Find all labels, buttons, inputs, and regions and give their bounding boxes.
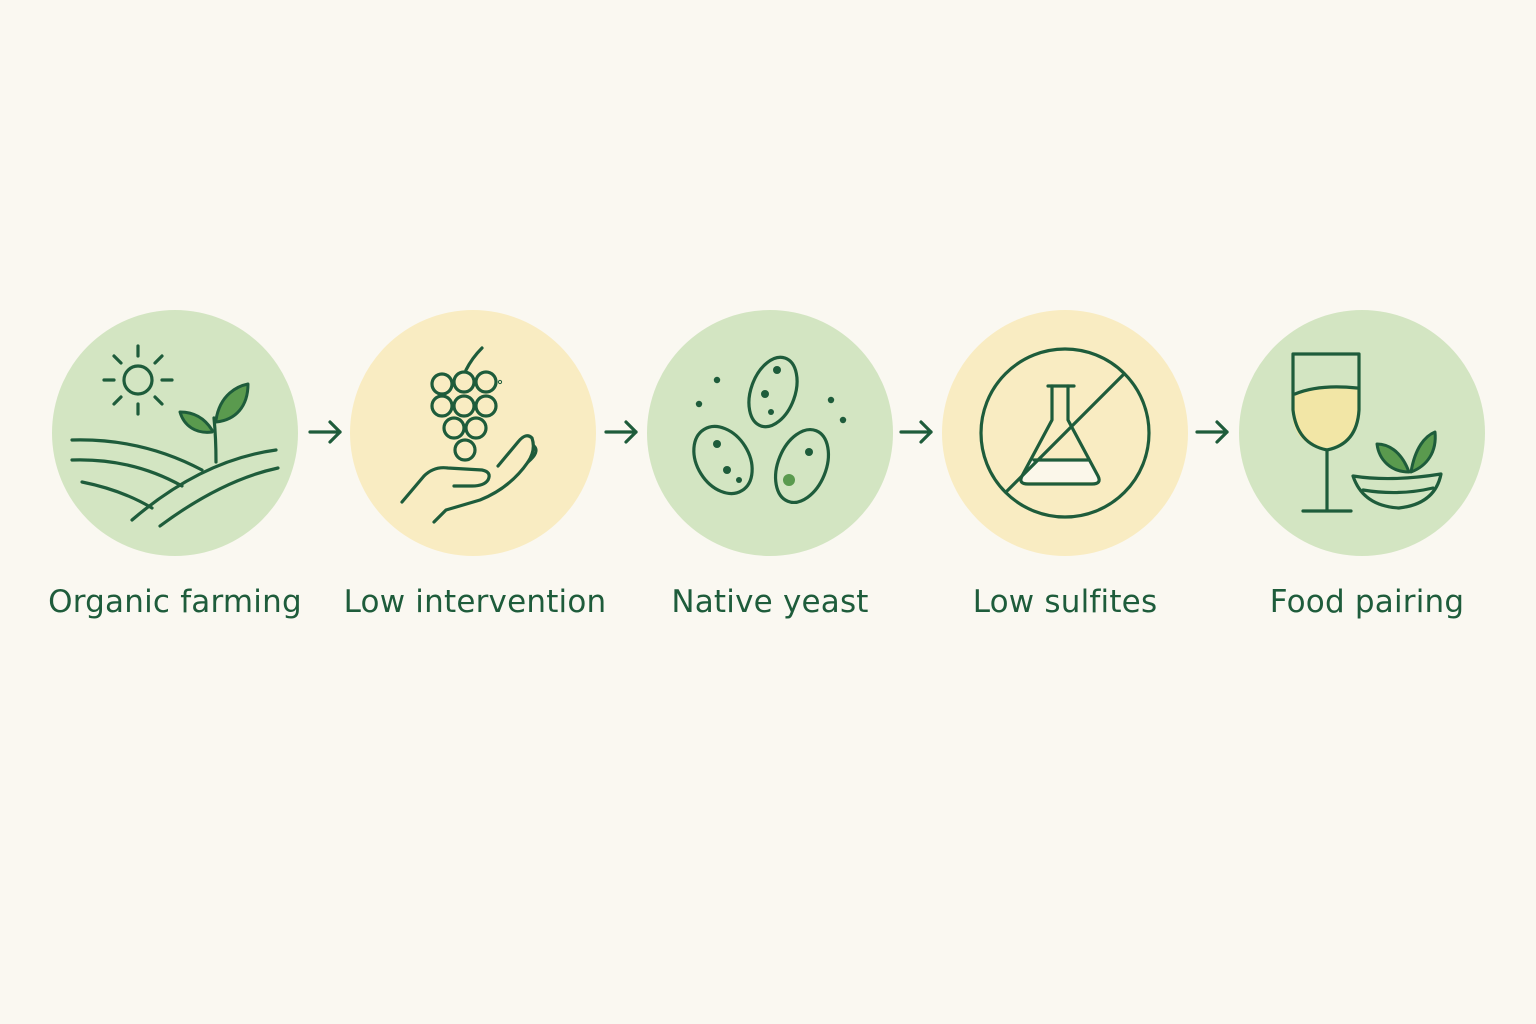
step-low-sulfites [942,310,1188,556]
step-low-intervention [350,310,596,556]
arrow-right-icon [897,417,937,447]
farm-field-sun-sprout-icon [70,344,280,528]
step-food-pairing [1239,310,1485,556]
step-label: Native yeast [671,584,869,620]
step-label: Food pairing [1269,584,1465,620]
wine-glass-plate-icon [1291,352,1443,513]
no-flask-icon [979,347,1151,519]
yeast-cells-icon [692,355,847,504]
step-native-yeast [647,310,893,556]
hand-holding-grapes-icon [400,346,538,524]
arrow-right-icon [306,417,346,447]
step-label: Low sulfites [972,584,1158,620]
step-label: Low intervention [343,584,607,620]
arrow-right-icon [1193,417,1233,447]
step-label: Organic farming [48,584,302,620]
step-organic-farming [52,310,298,556]
arrow-right-icon [602,417,642,447]
